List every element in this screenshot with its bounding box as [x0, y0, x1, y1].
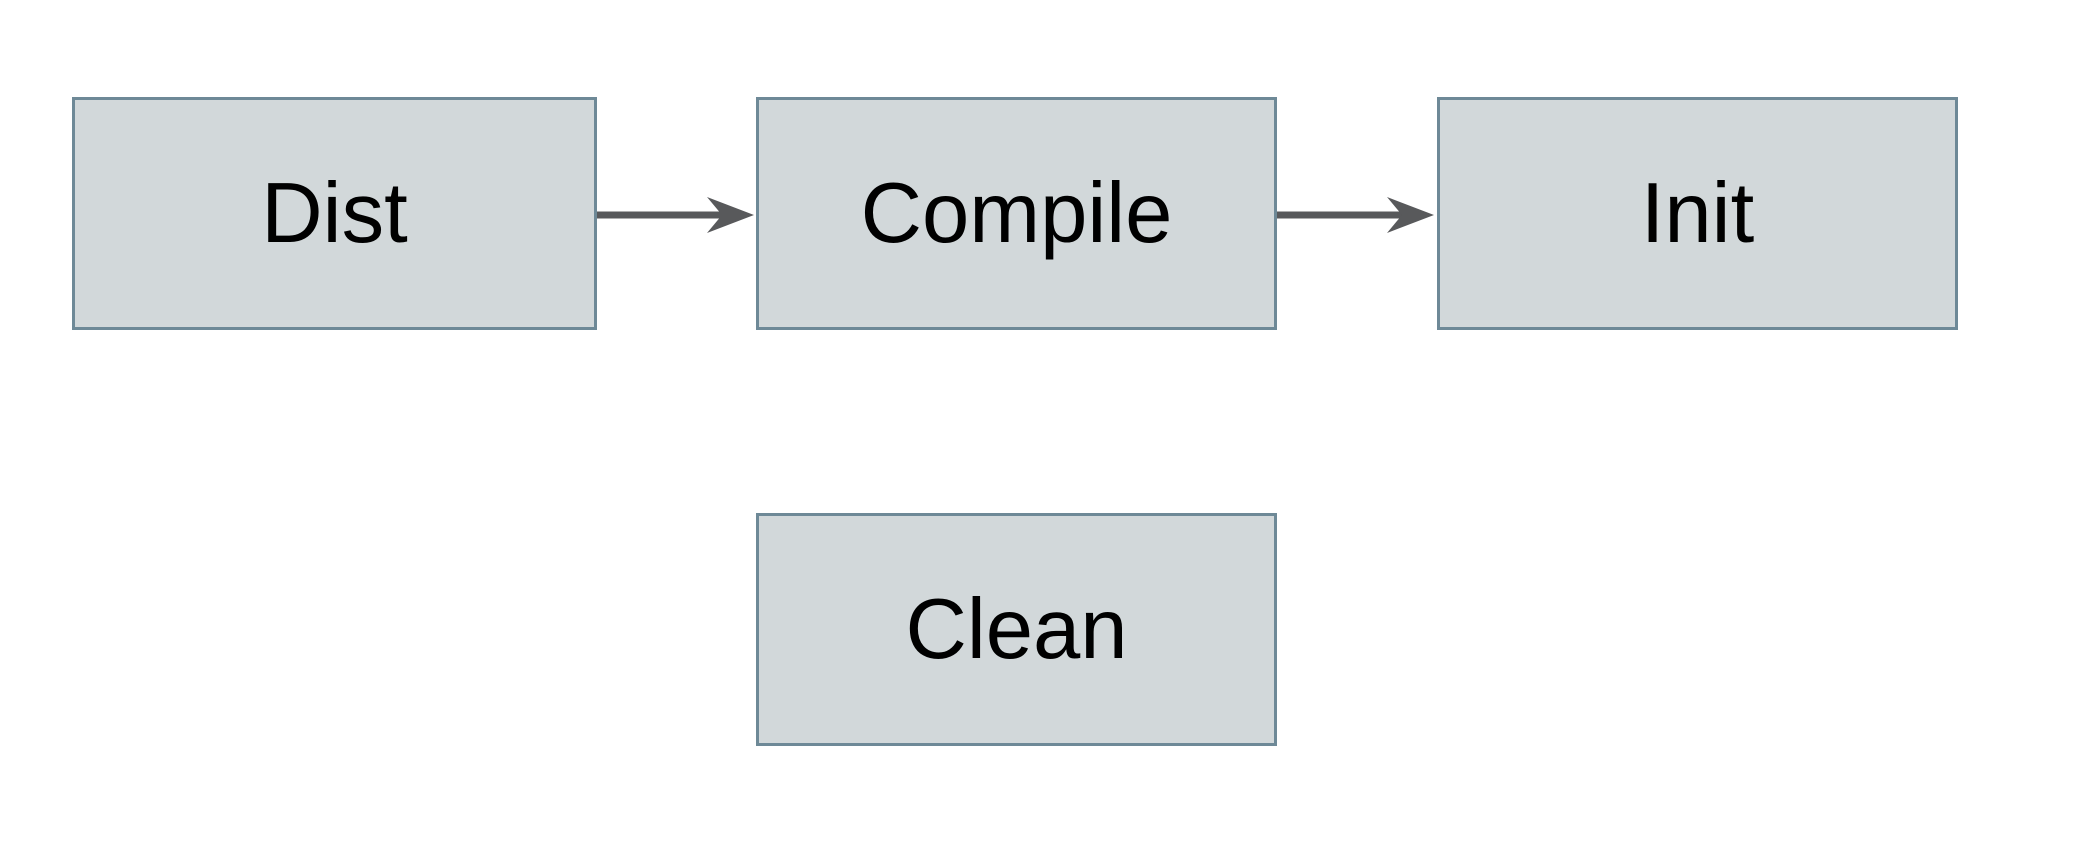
node-clean: Clean: [756, 513, 1277, 746]
node-clean-label: Clean: [905, 582, 1128, 677]
node-init: Init: [1437, 97, 1958, 330]
node-init-label: Init: [1640, 166, 1755, 261]
arrow-compile-to-init-icon: [1277, 193, 1436, 237]
node-dist: Dist: [72, 97, 597, 330]
node-dist-label: Dist: [261, 166, 408, 261]
node-compile: Compile: [756, 97, 1277, 330]
arrow-dist-to-compile-icon: [597, 193, 756, 237]
node-compile-label: Compile: [860, 166, 1173, 261]
